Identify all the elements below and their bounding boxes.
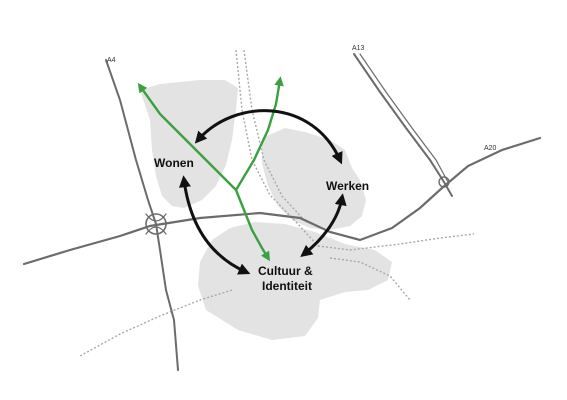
- zone-label-werken: Werken: [326, 179, 369, 193]
- arrow-werken-cultuur: [300, 193, 347, 257]
- zone-label-cultuur-line1: Cultuur &: [258, 264, 313, 278]
- highway-a4-north: [105, 59, 157, 225]
- highway-a13: [353, 53, 453, 197]
- road-label-a13: A13: [352, 45, 365, 52]
- railway-north: [235, 49, 319, 247]
- railway-north-east: [243, 49, 307, 223]
- zone-label-wonen: Wonen: [154, 156, 194, 170]
- zone-label-cultuur-line2: Identiteit: [262, 279, 312, 293]
- road-label-a20: A20: [484, 145, 497, 152]
- green-route-right: [234, 76, 284, 192]
- zone-areas: [140, 80, 392, 340]
- interchange-east: [438, 176, 450, 188]
- interchange-west: [145, 213, 167, 235]
- highway-a13-parallel: [359, 53, 449, 183]
- arrow-wonen-werken: [194, 109, 343, 165]
- relation-arrows: [179, 109, 347, 275]
- railway-south-west: [79, 289, 233, 357]
- highway-a4-south: [155, 223, 179, 371]
- interchange-west-loops: [145, 213, 167, 235]
- arrow-wonen-cultuur: [179, 175, 251, 275]
- road-label-a4: A4: [107, 57, 116, 64]
